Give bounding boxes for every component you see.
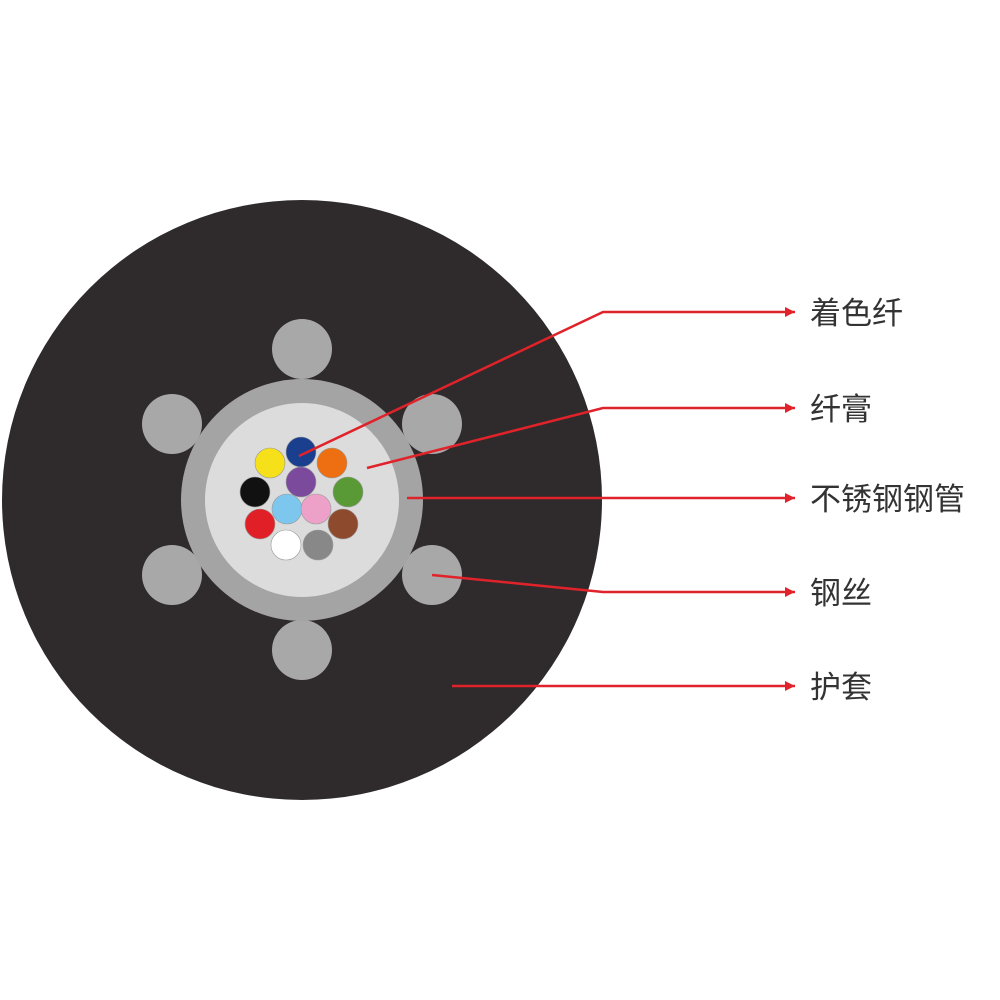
labels: 着色纤 纤膏 不锈钢钢管 钢丝 护套	[810, 296, 965, 706]
steel-wire	[272, 620, 332, 680]
fiber-white	[270, 529, 302, 561]
fiber-brown	[327, 508, 359, 540]
fiber-gel	[205, 403, 399, 597]
fiber-purple	[285, 466, 317, 498]
leader-line-fiber-gel	[366, 403, 795, 470]
label-colored-fiber: 着色纤	[810, 296, 903, 332]
leader-line-colored-fiber	[298, 307, 795, 458]
steel-wire	[142, 394, 202, 454]
colored-fibers	[239, 436, 364, 561]
label-steel-wire: 钢丝	[810, 576, 872, 612]
label-stainless-steel-tube: 不锈钢钢管	[810, 482, 965, 518]
steel-wire	[142, 545, 202, 605]
leader-line-steel-wire	[431, 573, 795, 597]
steel-wire	[402, 394, 462, 454]
fiber-orange	[316, 447, 348, 479]
fiber-green	[332, 476, 364, 508]
label-sheath: 护套	[810, 670, 872, 706]
fiber-red	[244, 508, 276, 540]
fiber-yellow	[254, 447, 286, 479]
label-fiber-gel: 纤膏	[810, 392, 872, 428]
fiber-black	[239, 476, 271, 508]
fiber-gray	[302, 529, 334, 561]
fiber-blue	[285, 436, 317, 468]
fiber-light-blue	[271, 493, 303, 525]
fiber-pink	[300, 493, 332, 525]
steel-wire	[272, 319, 332, 379]
leader-lines	[298, 307, 795, 691]
